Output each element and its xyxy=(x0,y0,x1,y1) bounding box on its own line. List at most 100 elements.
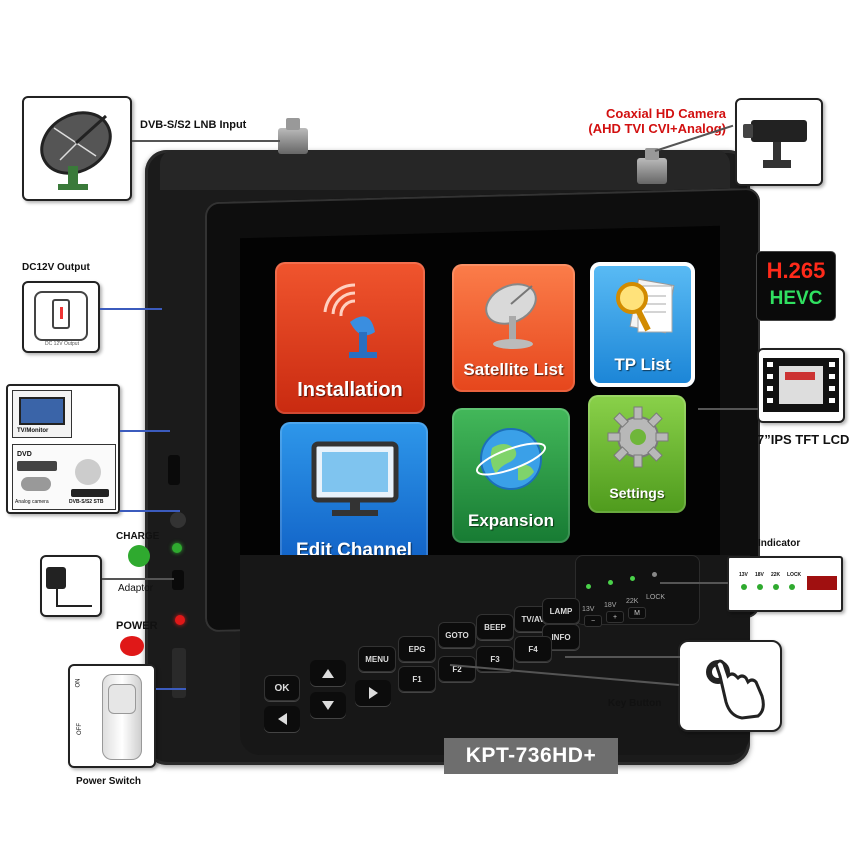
tile-expansion[interactable]: Expansion xyxy=(452,408,570,543)
hevc-codec-text: H.265 xyxy=(766,258,826,283)
ind-13v: 13V xyxy=(739,572,748,578)
adaptor-plug-icon xyxy=(46,567,66,589)
cctv-camera-icon xyxy=(743,120,807,168)
dvd-label: DVD xyxy=(17,451,32,458)
dc-caption: DC 12V Output xyxy=(45,341,79,347)
arrow-left-icon xyxy=(277,713,287,725)
ind-lock: LOCK xyxy=(787,572,802,578)
f4-key[interactable]: F4 xyxy=(514,636,552,662)
lnb-pointer-line xyxy=(132,140,280,142)
tile-satellite-list[interactable]: Satellite List xyxy=(452,264,575,392)
beep-key[interactable]: BEEP xyxy=(476,614,514,640)
hand-press-icon xyxy=(706,659,765,720)
arrow-up-icon xyxy=(322,668,334,678)
ok-key[interactable]: OK xyxy=(264,675,300,701)
tv-icon xyxy=(19,397,65,425)
tile-edit-channel[interactable]: Edit Channel xyxy=(280,422,428,574)
mini-dish-icon xyxy=(75,459,101,485)
key-button-label: Key Button xyxy=(608,698,662,709)
ind-22k: 22K xyxy=(771,572,781,578)
lcd-callout xyxy=(757,348,845,423)
coaxial-title: Coaxial HD Camera xyxy=(606,106,726,121)
led-18v xyxy=(608,580,613,585)
source-devices-box: DVD Analog camera DVB-S/S2 STB xyxy=(12,444,116,510)
charge-indicator-icon xyxy=(128,545,150,567)
f1-key[interactable]: F1 xyxy=(398,666,436,692)
right-key[interactable] xyxy=(355,680,391,706)
model-badge: KPT-736HD+ xyxy=(444,738,618,774)
power-switch-slot[interactable] xyxy=(172,648,186,698)
lcd-pointer-line xyxy=(698,408,758,410)
av-connector-line xyxy=(120,430,170,432)
led-lock-label: LOCK xyxy=(646,594,666,601)
tile-installation-label: Installation xyxy=(297,379,403,401)
volume-down-key[interactable]: − xyxy=(584,615,602,627)
bolt-icon xyxy=(60,307,63,319)
f2-key[interactable]: F2 xyxy=(438,656,476,682)
monitor-icon xyxy=(311,441,399,516)
lcd-label: 7”IPS TFT LCD xyxy=(757,432,850,447)
camera-connector xyxy=(637,148,667,184)
coaxial-camera-label: Coaxial HD Camera (AHD TVI CVI+Analog) xyxy=(560,106,726,136)
side-port-av xyxy=(170,512,186,528)
tile-installation[interactable]: Installation xyxy=(275,262,425,414)
tile-tp-list[interactable]: TP List xyxy=(590,262,695,387)
analog-camera-icon xyxy=(21,477,51,491)
ind-led-4 xyxy=(789,584,795,590)
tile-settings[interactable]: Settings xyxy=(588,395,686,513)
adaptor-cable xyxy=(56,589,58,607)
tile-tp-list-label: TP List xyxy=(614,355,671,374)
arrow-down-icon xyxy=(322,700,334,710)
dc-output-label: DC12V Output xyxy=(22,262,90,273)
key-pointer-line-2 xyxy=(565,656,680,658)
camera-callout xyxy=(735,98,823,186)
led-22k xyxy=(630,576,635,581)
tv-monitor-box: TV/Monitor xyxy=(12,390,72,438)
adaptor-callout xyxy=(40,555,102,617)
indicator-callout: 13V 18V 22K LOCK xyxy=(727,556,843,612)
dvd-player-icon xyxy=(17,461,57,471)
globe-icon xyxy=(475,428,547,490)
ind-led-1 xyxy=(741,584,747,590)
side-port-adaptor xyxy=(172,570,184,590)
device-top-edge xyxy=(160,150,730,190)
adaptor-cable-2 xyxy=(56,605,92,607)
volume-up-key[interactable]: + xyxy=(606,611,624,623)
tile-settings-label: Settings xyxy=(609,485,665,501)
arrow-right-icon xyxy=(368,687,378,699)
adaptor-pointer-line xyxy=(102,578,174,580)
mode-key[interactable]: M xyxy=(628,607,646,619)
led-lock xyxy=(652,572,657,577)
key-button-callout xyxy=(678,640,782,732)
goto-key[interactable]: GOTO xyxy=(438,622,476,648)
indicator-pointer-line xyxy=(660,582,728,584)
document-magnifier-icon xyxy=(616,278,675,334)
up-key[interactable] xyxy=(310,660,346,686)
hevc-name-text: HEVC xyxy=(769,288,823,309)
charge-label: CHARGE xyxy=(116,531,160,542)
gear-icon xyxy=(607,406,669,468)
satellite-dish-callout xyxy=(22,96,132,201)
lnb-input-label: DVB-S/S2 LNB Input xyxy=(140,119,247,131)
power-label: POWER xyxy=(116,620,158,632)
satellite-dish-icon xyxy=(485,283,537,349)
tile-satellite-list-label: Satellite List xyxy=(463,360,564,379)
av-connector-line-2 xyxy=(120,510,180,512)
stb-icon xyxy=(71,489,109,497)
left-key[interactable] xyxy=(264,706,300,732)
epg-key[interactable]: EPG xyxy=(398,636,436,662)
power-switch-icon xyxy=(102,674,142,760)
hevc-badge: H.265 HEVC xyxy=(757,252,835,320)
switch-knob xyxy=(108,684,136,714)
coaxial-subtitle: (AHD TVI CVI+Analog) xyxy=(588,121,726,136)
menu-key[interactable]: MENU xyxy=(358,646,396,672)
battery-frame xyxy=(34,291,88,341)
power-led-side xyxy=(175,615,185,625)
av-devices-callout: TV/Monitor DVD Analog camera DVB-S/S2 ST… xyxy=(6,384,120,514)
led-22k-label: 22K xyxy=(626,598,639,605)
led-13v-label: 13V xyxy=(582,606,595,613)
down-key[interactable] xyxy=(310,692,346,718)
adaptor-label: Adaptor xyxy=(118,583,154,594)
lamp-key[interactable]: LAMP xyxy=(542,598,580,624)
led-18v-label: 18V xyxy=(604,602,617,609)
